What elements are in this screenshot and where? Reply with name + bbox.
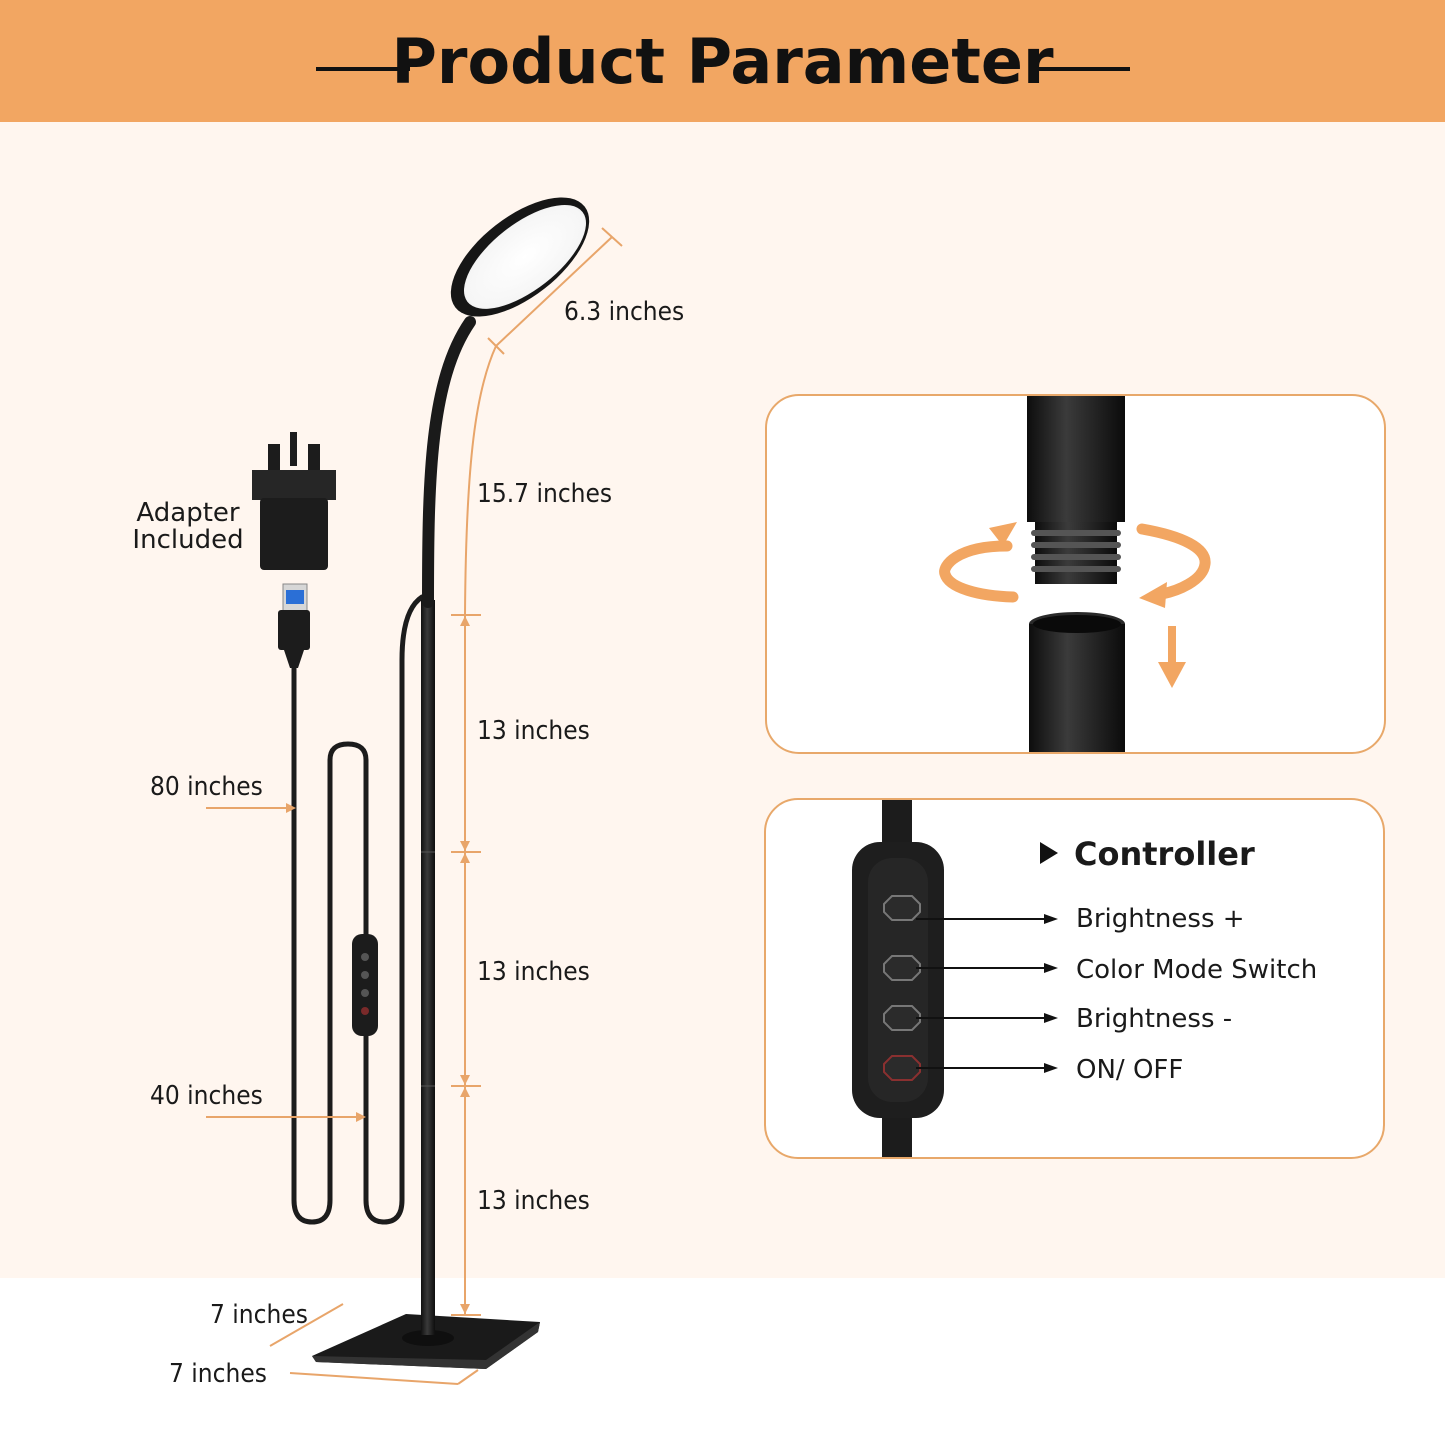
controller-title: Controller xyxy=(1074,835,1255,873)
dim-pole-lower: 13 inches xyxy=(477,1186,590,1216)
adapter-label: Adapter Included xyxy=(118,500,258,554)
dimension-arrows xyxy=(286,616,470,1314)
dimension-lines xyxy=(206,227,623,1385)
floor-band xyxy=(0,1278,1445,1445)
color-mode-icon xyxy=(883,955,921,981)
gooseneck xyxy=(422,316,476,608)
controller-label-power: ON/ OFF xyxy=(1076,1055,1184,1085)
dim-pole-middle: 13 inches xyxy=(477,957,590,987)
dim-base-depth: 7 inches xyxy=(169,1359,267,1389)
page-title: Product Parameter xyxy=(391,25,1054,98)
rotate-arrows-icon xyxy=(939,523,1211,603)
dim-lamp-head: 6.3 inches xyxy=(564,297,685,327)
play-triangle-icon xyxy=(1040,842,1058,864)
dim-gooseneck: 15.7 inches xyxy=(477,479,613,509)
dim-base-width: 7 inches xyxy=(210,1300,308,1330)
brightness-up-icon xyxy=(883,895,921,921)
rotate-arrow-head-1 xyxy=(989,522,1017,546)
controller-label-brightness-down: Brightness - xyxy=(1076,1004,1233,1034)
adapter-label-line1: Adapter xyxy=(136,498,240,528)
lamp-base xyxy=(312,1314,540,1369)
rotate-arrow-head-2 xyxy=(1139,582,1167,608)
header-rule-left xyxy=(316,67,410,71)
adapter-label-line2: Included xyxy=(132,525,244,555)
thread xyxy=(1031,522,1121,584)
assembly-panel xyxy=(765,394,1386,754)
header-banner: Product Parameter xyxy=(0,0,1445,122)
header-rule-right xyxy=(1036,67,1130,71)
dim-pole-upper: 13 inches xyxy=(477,716,590,746)
lamp-pole xyxy=(421,600,435,1335)
lamp-head xyxy=(450,197,590,317)
down-arrow-icon xyxy=(1158,626,1186,688)
controller-illustration xyxy=(852,800,1058,1157)
adapter-plug xyxy=(252,432,336,668)
power-icon xyxy=(883,1055,921,1081)
power-cable xyxy=(291,594,425,1225)
assembly-illustration xyxy=(939,396,1211,752)
controller-label-brightness-up: Brightness + xyxy=(1076,904,1245,934)
dim-cable-total: 80 inches xyxy=(150,772,263,802)
inline-switch xyxy=(352,934,378,1036)
controller-label-color-mode: Color Mode Switch xyxy=(1076,955,1318,985)
brightness-down-icon xyxy=(883,1005,921,1031)
dim-cable-to-switch: 40 inches xyxy=(150,1081,263,1111)
controller-panel: Controller Brightness + Color Mode Switc… xyxy=(764,798,1385,1159)
